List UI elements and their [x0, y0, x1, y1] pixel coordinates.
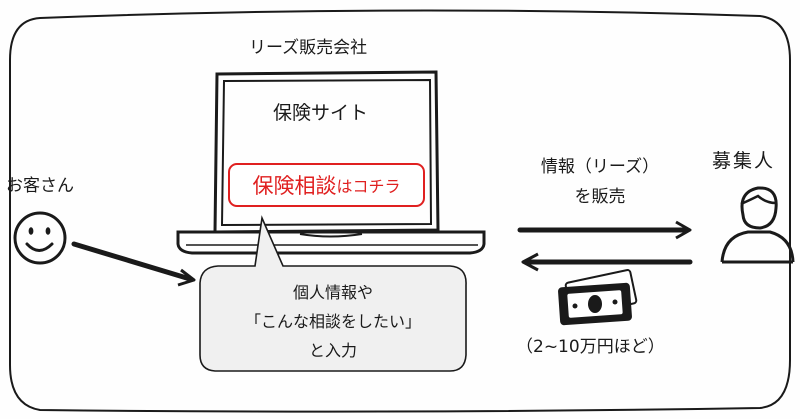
- outer-frame: [9, 9, 791, 413]
- sale-text: 情報（リーズ） を販売: [505, 152, 695, 212]
- person-icon: [720, 186, 795, 264]
- bubble-line: 「こんな相談をしたい」: [244, 312, 421, 331]
- consult-button-frame: [228, 163, 425, 207]
- smiley-face-icon: [13, 211, 67, 265]
- money-stack-icon: [558, 269, 638, 326]
- site-title: 保険サイト: [273, 102, 369, 124]
- consult-button-main: 保険相談: [252, 174, 337, 198]
- sale-line: を販売: [574, 187, 626, 207]
- sale-arrow: [517, 220, 692, 240]
- speech-bubble: [199, 215, 467, 372]
- payment-label: （2~10万円ほど）: [516, 337, 665, 357]
- customer-arrow: [71, 241, 196, 287]
- laptop-base: [176, 230, 486, 255]
- sale-line: 情報（リーズ）: [540, 157, 660, 177]
- company-label: リーズ販売会社: [249, 38, 368, 58]
- bubble-text: 個人情報や 「こんな相談をしたい」 と入力: [200, 278, 466, 365]
- bubble-line: 個人情報や: [292, 283, 373, 302]
- recruiter-label: 募集人: [712, 150, 776, 172]
- consult-button-suffix: はコチラ: [336, 177, 401, 196]
- payment-arrow: [521, 252, 693, 272]
- laptop-screen: [213, 70, 440, 234]
- bubble-line: と入力: [308, 341, 357, 360]
- consult-button[interactable]: 保険相談 はコチラ: [229, 164, 424, 206]
- customer-label: お客さん: [6, 176, 74, 196]
